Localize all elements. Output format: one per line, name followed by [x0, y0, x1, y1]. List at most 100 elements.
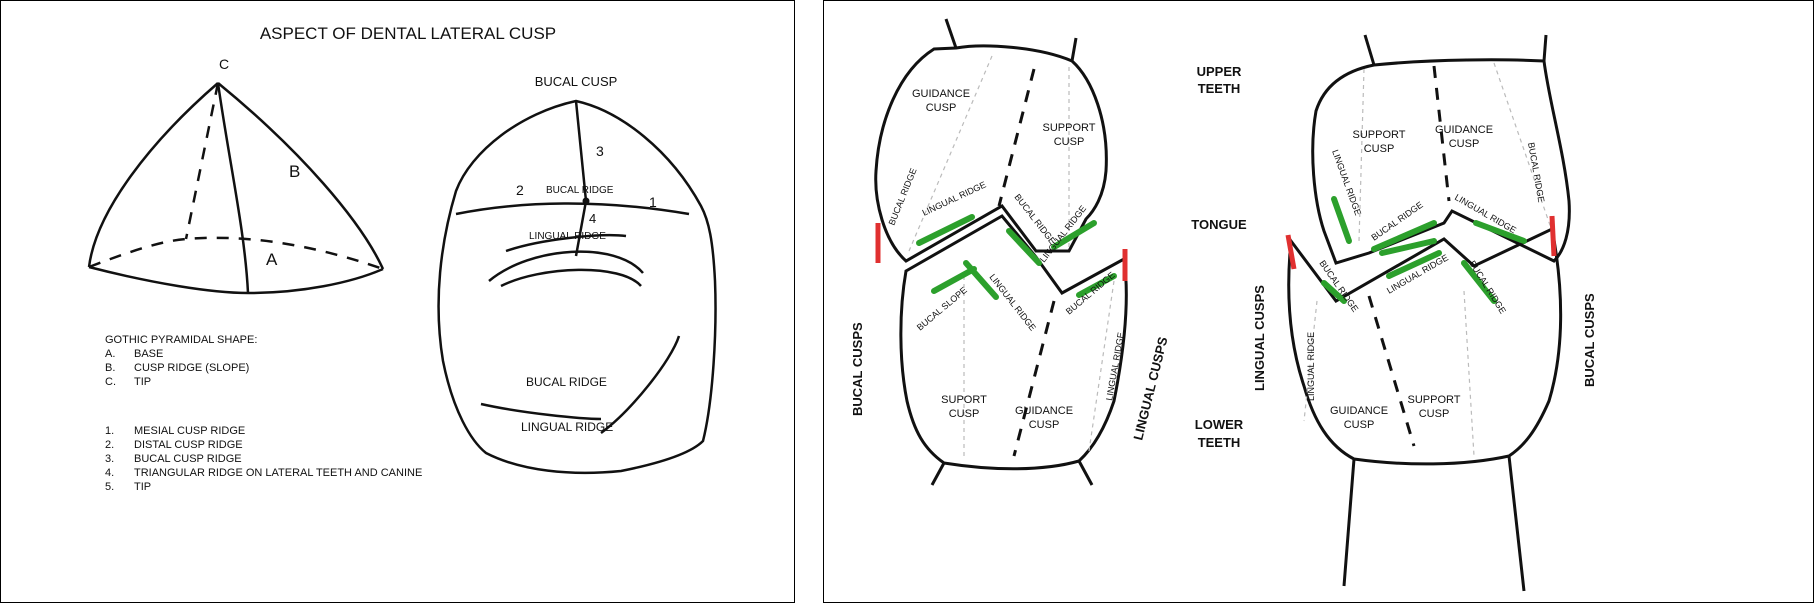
diagram-b-red-markers [1285, 215, 1557, 270]
a-guidance-1: GUIDANCE [912, 88, 970, 100]
num-2: 2 [516, 182, 524, 198]
a-bucal-slope: BUCAL SLOPE [915, 285, 969, 333]
lower-roots-b [1342, 455, 1526, 592]
legend2-key-3: 3. [105, 453, 114, 465]
bottom-lingual-ridge-line [600, 335, 681, 435]
b-support-1: SUPPORT [1353, 129, 1406, 141]
a-lingual-ridge-low2: LINGUAL RIDGE [1104, 331, 1126, 401]
lower-tooth-b [1287, 226, 1563, 466]
bottom-lingual-ridge-label: LINGUAL RIDGE [521, 420, 613, 434]
a-guidance-low-2: CUSP [1029, 419, 1060, 431]
b-lingual-cusps: LINGUAL CUSPS [1252, 285, 1267, 391]
legend2-list: 1. MESIAL CUSP RIDGE 2. DISTAL CUSP RIDG… [105, 425, 422, 493]
cusp-outline [437, 99, 717, 475]
upper-teeth-label-1: UPPER [1197, 64, 1242, 79]
bucal-ridge-label: BUCAL RIDGE [546, 185, 614, 196]
b-support-2: CUSP [1364, 143, 1395, 155]
diagram-a-dividers [997, 68, 1056, 457]
legend1-key-b: B. [105, 362, 115, 374]
legend1-key-c: C. [105, 376, 116, 388]
cusp-aspect-diagram: ASPECT OF DENTAL LATERAL CUSP C B A BUCA… [87, 24, 717, 493]
pyramid-hidden-edge [184, 82, 220, 240]
diagram-b-guides [1303, 62, 1553, 457]
label-b: B [289, 162, 300, 181]
cusp-shape [437, 99, 717, 475]
legend2-text-4: TRIANGULAR RIDGE ON LATERAL TEETH AND CA… [134, 467, 422, 479]
lower-teeth-label-2: TEETH [1198, 435, 1241, 450]
right-panel: UPPER TEETH TONGUE LOWER TEETH GUIDANCE … [823, 0, 1814, 603]
left-panel: ASPECT OF DENTAL LATERAL CUSP C B A BUCA… [0, 0, 795, 603]
label-a: A [266, 250, 278, 269]
lingual-ridge-label: LINGUAL RIDGE [529, 231, 606, 242]
pyramid-right-edge [217, 82, 385, 270]
upper-tooth-b [1311, 58, 1571, 265]
a-suport-1: SUPORT [941, 394, 987, 406]
a-support-2: CUSP [1054, 136, 1085, 148]
diagram-b-dividers [1367, 65, 1451, 447]
upper-roots-b [1363, 34, 1548, 66]
b-guidance-low-2: CUSP [1344, 419, 1375, 431]
legend2-text-3: BUCAL CUSP RIDGE [134, 453, 242, 465]
bucal-cusp-header: BUCAL CUSP [535, 74, 618, 89]
pyramid-base-back [88, 236, 384, 271]
legend2-key-1: 1. [105, 425, 114, 437]
a-lingual-ridge-low: LINGUAL RIDGE [987, 272, 1037, 333]
a-bucal-cusps: BUCAL CUSPS [850, 322, 865, 416]
legend1-list: A. BASE B. CUSP RIDGE (SLOPE) C. TIP [105, 348, 249, 388]
num-3: 3 [596, 143, 604, 159]
legend2-key-4: 4. [105, 467, 114, 479]
b-guidance-low-1: GUIDANCE [1330, 405, 1388, 417]
a-support-1: SUPPORT [1043, 122, 1096, 134]
bottom-bucal-ridge-line [480, 402, 602, 421]
diagram-a-green-ridges [916, 214, 1117, 300]
legend1-text-a: BASE [134, 348, 163, 360]
cusp-tip-dot [582, 197, 590, 205]
legend2-text-2: DISTAL CUSP RIDGE [134, 439, 243, 451]
ridge-arc-2 [500, 268, 642, 288]
lower-teeth-label-1: LOWER [1195, 417, 1244, 432]
b-bucal-ridge-low2: BUCAL RIDGE [1467, 259, 1508, 316]
transverse-ridge-line [455, 202, 690, 216]
a-suport-2: CUSP [949, 408, 980, 420]
occlusion-diagram: UPPER TEETH TONGUE LOWER TEETH GUIDANCE … [850, 18, 1597, 592]
legend2-key-5: 5. [105, 481, 114, 493]
b-guidance-2: CUSP [1449, 138, 1480, 150]
a-guidance-2: CUSP [926, 102, 957, 114]
b-lingual-ridge-side: LINGUAL RIDGE [1306, 332, 1316, 401]
pyramid-front-edge [216, 82, 250, 294]
b-bucal-cusps: BUCAL CUSPS [1582, 293, 1597, 387]
upper-teeth-label-2: TEETH [1198, 81, 1241, 96]
b-support-low-1: SUPPORT [1408, 394, 1461, 406]
label-c: C [219, 56, 229, 72]
legend2-text-1: MESIAL CUSP RIDGE [134, 425, 245, 437]
b-guidance-1: GUIDANCE [1435, 124, 1493, 136]
legend1-text-b: CUSP RIDGE (SLOPE) [134, 362, 249, 374]
bottom-bucal-ridge-label: BUCAL RIDGE [526, 375, 607, 389]
a-bucal-ridge-upper: BUCAL RIDGE [887, 167, 919, 227]
legend1-text-c: TIP [134, 376, 151, 388]
a-guidance-low-1: GUIDANCE [1015, 405, 1073, 417]
upper-roots-a [944, 18, 1078, 62]
diagram-a-outlines [874, 18, 1128, 486]
tongue-label: TONGUE [1191, 217, 1247, 232]
diagram-a-guides [908, 55, 1115, 456]
legend1-key-a: A. [105, 348, 115, 360]
num-1: 1 [649, 194, 657, 210]
legend2-text-5: TIP [134, 481, 151, 493]
num-4: 4 [589, 211, 596, 226]
diagram-b-outlines [1287, 34, 1571, 592]
lower-tooth-a [899, 214, 1128, 471]
legend1-heading: GOTHIC PYRAMIDAL SHAPE: [105, 334, 257, 346]
lingual-ridge-top [505, 233, 627, 253]
lower-roots-a [930, 460, 1094, 486]
legend2-key-2: 2. [105, 439, 114, 451]
pyramid-left-edge [87, 82, 219, 268]
diagram-b-green-ridges [1321, 196, 1527, 304]
b-support-low-2: CUSP [1419, 408, 1450, 420]
b-bucal-ridge-up: BUCAL RIDGE [1526, 142, 1546, 204]
gothic-pyramid [87, 82, 385, 295]
lingual-ridge-arc [488, 250, 644, 282]
a-lingual-cusps: LINGUAL CUSPS [1130, 335, 1170, 442]
diagram-a-red-markers [875, 223, 1128, 281]
pyramid-base-front [88, 265, 384, 295]
